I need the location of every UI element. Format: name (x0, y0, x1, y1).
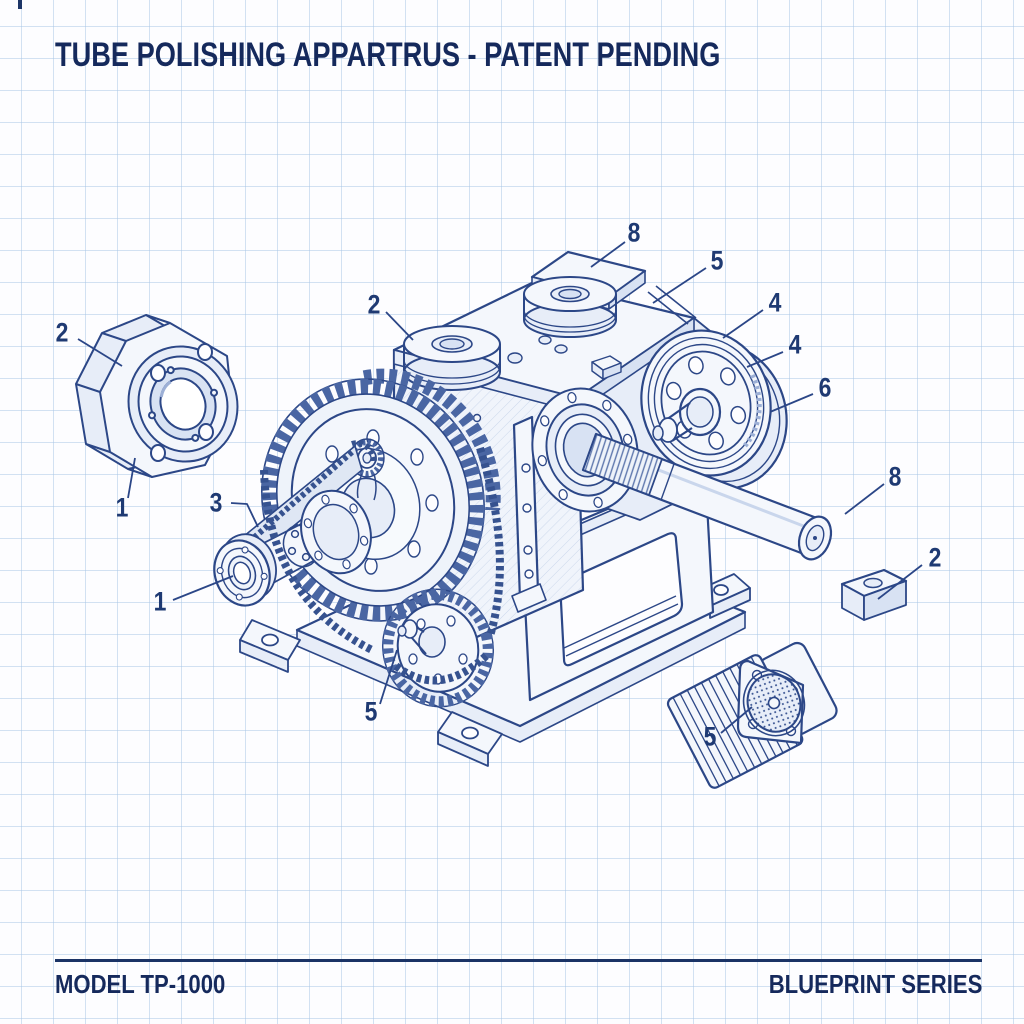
callout-number-flywheel-rim-inner: 4 (788, 329, 802, 360)
housing-corner (648, 286, 696, 324)
chain-sprocket (370, 577, 507, 719)
callout-number-flywheel-face: 6 (818, 372, 832, 403)
input-shaft-assembly (205, 482, 381, 613)
mounting-foot-left (240, 620, 300, 672)
callout-leader-top-bearing-cap (386, 312, 413, 340)
callout-leader-housing-top-bracket (591, 242, 625, 267)
callout-leader-housing-corner (653, 268, 706, 303)
callout-leader-flange-housing (78, 339, 122, 366)
callout-leader-motor-junction-box (878, 565, 922, 599)
motor-junction-box (842, 570, 906, 620)
callout-number-input-pulley: 1 (153, 586, 167, 617)
input-pulley (205, 527, 286, 613)
callout-number-flywheel-rim-outer: 4 (768, 287, 782, 318)
page-title: TUBE POLISHING APPARTRUS - PATENT PENDIN… (55, 36, 721, 74)
shaft-flange (291, 482, 382, 583)
top-face-boss (592, 356, 621, 379)
callout-leader-chain-sprocket (380, 650, 397, 704)
callout-number-housing-corner: 5 (710, 245, 724, 276)
footer-rule (55, 959, 982, 962)
callout-number-chain-sprocket: 5 (364, 696, 378, 727)
callout-leader-flywheel-rim-outer (723, 310, 763, 338)
mounting-foot-front (438, 712, 502, 766)
callout-leader-input-pulley (173, 576, 233, 600)
flywheel-hub (653, 389, 720, 442)
callout-number-drive-belt: 3 (209, 487, 223, 518)
flywheel-pulley (625, 316, 802, 503)
callout-leader-lines (78, 242, 922, 733)
callout-number-top-bearing-cap: 2 (367, 289, 381, 320)
callout-number-motor-junction-box: 2 (928, 542, 942, 573)
callout-number-motor-face: 5 (703, 721, 717, 752)
callout-leader-motor-face (721, 707, 752, 733)
callout-leader-drive-belt (231, 503, 258, 527)
top-bearing-cap-rear (524, 277, 616, 337)
callout-number-output-shaft: 8 (888, 461, 902, 492)
callout-leader-flywheel-face (770, 394, 813, 412)
corner-registration-mark (18, 0, 22, 9)
drive-chain (264, 448, 500, 680)
top-bearing-cap (404, 326, 500, 390)
housing-front-pillar (512, 417, 546, 612)
callout-number-housing-top-bracket: 8 (627, 217, 641, 248)
footer-series-label: BLUEPRINT SERIES (768, 969, 982, 999)
callout-leader-flywheel-rim-inner (747, 352, 783, 367)
flange-housing (76, 315, 254, 477)
callout-leader-output-shaft (845, 484, 884, 514)
callout-number-flange-housing: 1 (115, 492, 129, 523)
drive-motor (666, 570, 906, 790)
output-shaft (583, 434, 837, 564)
callout-number-flange-housing: 2 (55, 317, 69, 348)
footer-model-label: MODEL TP-1000 (55, 969, 226, 999)
callout-leader-flange-housing (128, 458, 135, 498)
